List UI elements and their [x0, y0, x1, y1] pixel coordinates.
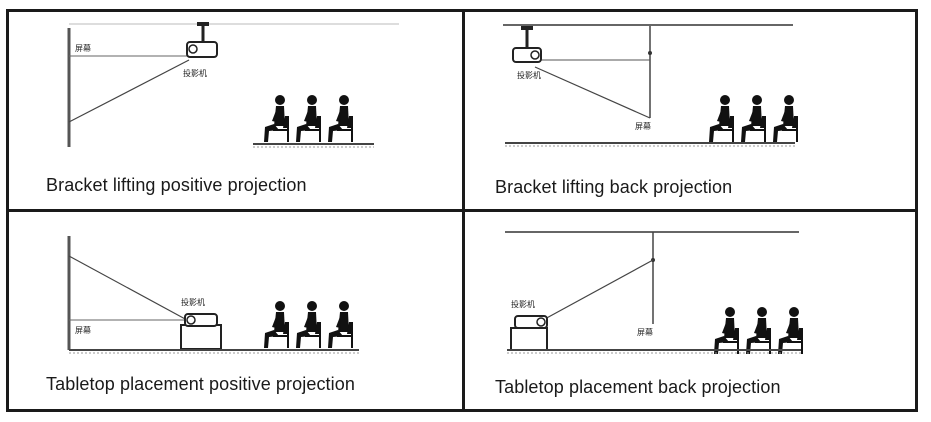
projector-label: 投影机 [517, 70, 541, 80]
screen-label: 屏幕 [75, 43, 91, 53]
seated-person-icon [778, 307, 803, 354]
projector-label: 投影机 [511, 299, 535, 309]
caption-bracket-front: Bracket lifting positive projection [46, 175, 307, 195]
grid-divider-horizontal [9, 209, 915, 212]
panel-bracket-front: 屏幕 投影机 Bracket lifting positive projecti… [9, 12, 462, 209]
panel-tabletop-front: 投影机 屏幕 Tabletop placement positive proje… [9, 212, 462, 409]
projection-ray [534, 66, 651, 119]
seated-person-icon [746, 307, 771, 354]
caption-tabletop-back: Tabletop placement back projection [495, 377, 781, 397]
ceiling-projector-icon [186, 22, 218, 58]
tabletop-projector-icon [510, 315, 548, 351]
seated-person-icon [714, 307, 739, 354]
screen-label: 屏幕 [637, 327, 653, 337]
seated-person-icon [296, 301, 321, 348]
projection-ray [68, 59, 190, 123]
seated-person-icon [264, 301, 289, 348]
seated-person-icon [773, 95, 798, 142]
ceiling-projector-icon [512, 26, 542, 63]
seated-person-icon [296, 95, 321, 142]
seated-person-icon [741, 95, 766, 142]
audience-icon [264, 95, 353, 142]
tabletop-front-diagram: 投影机 屏幕 [67, 236, 359, 354]
audience-icon [264, 301, 353, 348]
seated-person-icon [709, 95, 734, 142]
bracket-front-diagram: 屏幕 投影机 [67, 22, 399, 148]
screen-label: 屏幕 [75, 325, 91, 335]
audience-icon [714, 307, 803, 354]
seated-person-icon [328, 301, 353, 348]
screen-label: 屏幕 [635, 121, 651, 131]
caption-bracket-back: Bracket lifting back projection [495, 177, 733, 197]
seated-person-icon [328, 95, 353, 142]
projector-label: 投影机 [181, 297, 205, 307]
audience-icon [709, 95, 798, 142]
projection-ray [68, 255, 188, 321]
caption-tabletop-front: Tabletop placement positive projection [46, 374, 355, 394]
projection-ray [542, 259, 654, 321]
tabletop-projector-icon [180, 313, 222, 350]
projector-label: 投影机 [183, 68, 207, 78]
tabletop-back-diagram: 投影机 屏幕 [505, 231, 803, 354]
seated-person-icon [264, 95, 289, 142]
projection-modes-grid: 屏幕 投影机 Bracket lifting positive projecti… [6, 9, 918, 412]
bracket-back-diagram: 投影机 屏幕 [503, 24, 798, 147]
panel-tabletop-back: 投影机 屏幕 Tabletop placement back projectio… [465, 212, 918, 409]
panel-bracket-back: 投影机 屏幕 Bracket lifting back projection [465, 12, 918, 209]
